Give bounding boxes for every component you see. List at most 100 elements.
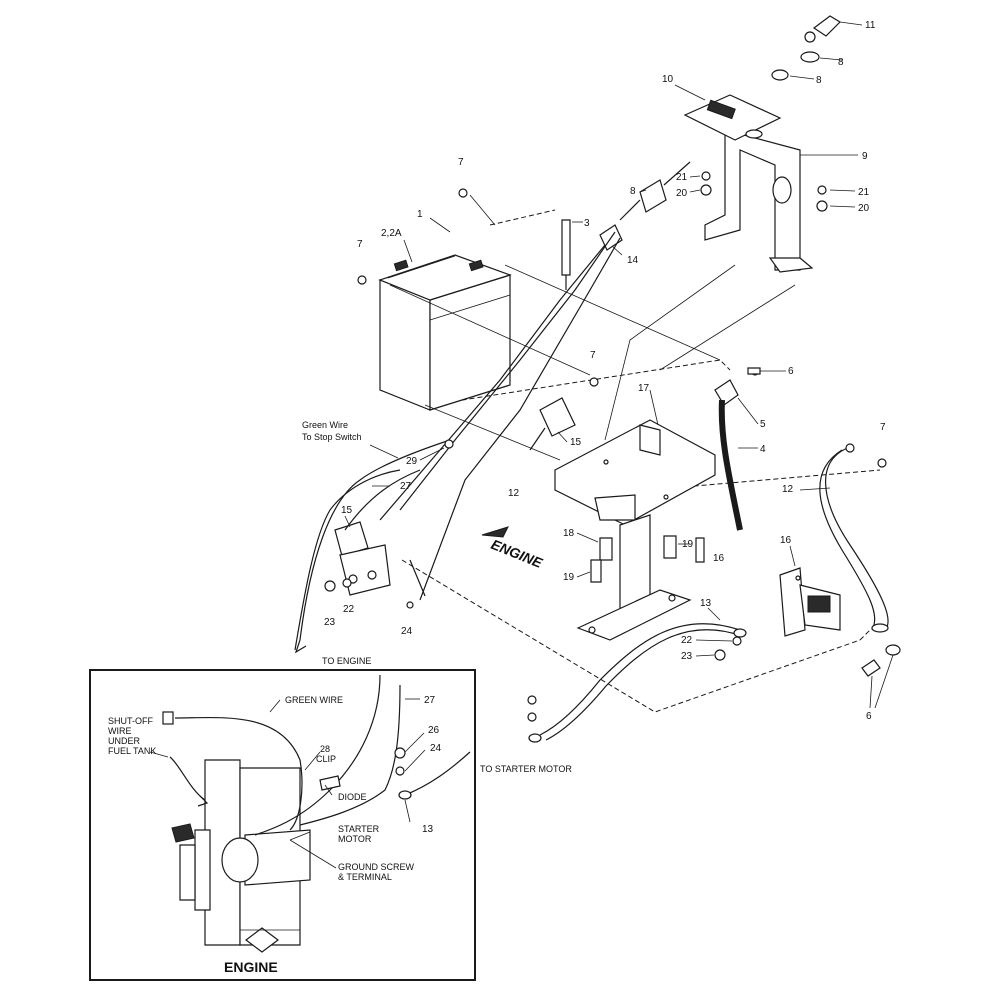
- left-wires: [294, 439, 451, 651]
- mount-post: [576, 514, 692, 641]
- bolt-7a: [357, 275, 367, 285]
- inset-ground-label-2: & TERMINAL: [338, 872, 392, 882]
- callout-8a: 8: [838, 57, 844, 68]
- callout-16a: 16: [780, 535, 792, 546]
- inset-callout-27: 27: [424, 695, 436, 706]
- leader-lines: [344, 21, 894, 709]
- callout-8b: 8: [816, 75, 822, 86]
- bracket-17: [554, 419, 716, 526]
- green-wire-label-1: Green Wire: [302, 420, 348, 430]
- callout-7b: 7: [357, 239, 363, 250]
- inset-diode-label: DIODE: [338, 792, 367, 802]
- nut-23a: [324, 580, 336, 592]
- connector-29: [444, 439, 454, 449]
- callout-6b: 6: [866, 711, 872, 722]
- callout-6a: 6: [788, 366, 794, 377]
- callout-12a: 12: [508, 488, 520, 499]
- inset-callout-26: 26: [428, 725, 440, 736]
- engine-arrow-icon: [481, 526, 509, 538]
- callout-7c: 7: [590, 350, 596, 361]
- solenoid-16: [779, 567, 841, 637]
- inset-callout-24: 24: [430, 743, 442, 754]
- bolt-6a: [747, 367, 761, 375]
- engine-inset: ENGINE GREEN WIRE SHUT-OFF WIRE UNDER FU…: [89, 669, 476, 981]
- washer-24: [406, 601, 414, 609]
- to-engine-label: TO ENGINE: [322, 656, 371, 666]
- callout-22b: 22: [681, 635, 693, 646]
- bolt-7d: [589, 377, 599, 387]
- green-wire-label-2: To Stop Switch: [302, 432, 362, 442]
- callout-numbers: 1 2,2A 3 4 5 6 6 7 7 7 7 8 8 8 9 10 11 1…: [324, 20, 886, 722]
- callout-8c: 8: [630, 186, 636, 197]
- callout-11: 11: [865, 20, 876, 31]
- washer-20b: [816, 200, 828, 212]
- callout-19b: 19: [563, 572, 575, 583]
- callout-1: 1: [417, 209, 423, 220]
- callout-21a: 21: [676, 172, 688, 183]
- callout-14: 14: [627, 255, 639, 266]
- callout-12b: 12: [782, 484, 794, 495]
- inset-shutoff-label-4: FUEL TANK: [108, 746, 156, 756]
- inset-shutoff-label-3: UNDER: [108, 736, 141, 746]
- callout-23a: 23: [324, 617, 336, 628]
- ignition-switch-8: [619, 161, 691, 221]
- callout-21b: 21: [858, 187, 870, 198]
- callout-7a: 7: [458, 157, 464, 168]
- engine-plate-label: ENGINE: [489, 536, 545, 571]
- inset-engine-title: ENGINE: [224, 959, 278, 975]
- terminal-15-left: [334, 521, 391, 596]
- callout-13: 13: [700, 598, 712, 609]
- nut-23b: [714, 649, 726, 661]
- callout-29: 29: [406, 456, 418, 467]
- callout-2: 2,2A: [381, 228, 402, 239]
- bracket-9: [683, 94, 814, 273]
- inset-callout-13: 13: [422, 824, 434, 835]
- callout-24: 24: [401, 626, 413, 637]
- inset-shutoff-label-1: SHUT-OFF: [108, 716, 153, 726]
- inset-starter-label-1: STARTER: [338, 824, 380, 834]
- bolts-18-19: [590, 535, 705, 583]
- cable-12-right: [819, 443, 889, 633]
- inset-green-wire-label: GREEN WIRE: [285, 695, 343, 705]
- callout-20a: 20: [676, 188, 688, 199]
- callout-22a: 22: [343, 604, 355, 615]
- callout-15b: 15: [341, 505, 353, 516]
- callout-15a: 15: [570, 437, 582, 448]
- callout-27: 27: [400, 481, 412, 492]
- inset-shutoff-label-2: WIRE: [108, 726, 132, 736]
- callout-23b: 23: [681, 651, 693, 662]
- callout-3: 3: [584, 218, 590, 229]
- callout-7d: 7: [880, 422, 886, 433]
- washer-6: [885, 644, 901, 656]
- callout-9: 9: [862, 151, 868, 162]
- inset-clip-label: CLIP: [316, 754, 336, 764]
- bolt-7c: [877, 458, 887, 468]
- inset-starter-label-2: MOTOR: [338, 834, 372, 844]
- to-starter-motor-label: TO STARTER MOTOR: [480, 764, 572, 774]
- bolt-6b: [861, 659, 881, 677]
- washer-22a: [342, 578, 352, 588]
- callout-10: 10: [662, 74, 674, 85]
- harness-14: [379, 224, 623, 601]
- washer-22b: [732, 636, 742, 646]
- battery: [378, 254, 512, 411]
- callout-4: 4: [760, 444, 766, 455]
- callout-17: 17: [638, 383, 650, 394]
- bolt-7b: [458, 188, 468, 198]
- terminal-15-right: [529, 397, 576, 451]
- callout-5: 5: [760, 419, 766, 430]
- key-switch-11: [771, 15, 841, 81]
- nut-21b: [817, 185, 827, 195]
- inset-clip-number: 28: [320, 744, 330, 754]
- callout-19a: 19: [682, 539, 694, 550]
- callout-18: 18: [563, 528, 575, 539]
- callout-16b: 16: [713, 553, 725, 564]
- cable-3: [561, 219, 571, 290]
- washer-20a: [700, 184, 712, 196]
- cable-4: [714, 368, 759, 531]
- to-engine-arrow-icon: [294, 639, 307, 654]
- callout-20b: 20: [858, 203, 870, 214]
- nut-21a: [701, 171, 711, 181]
- cable-13: [527, 623, 747, 743]
